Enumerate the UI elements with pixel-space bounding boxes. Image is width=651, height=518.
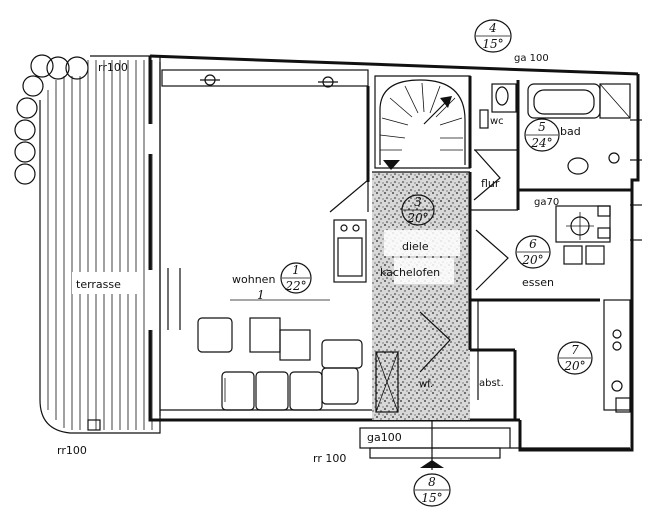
room-6-temp: 20° [521, 253, 543, 267]
room-6-number: 6 [529, 237, 537, 251]
essen-room [468, 205, 611, 302]
room-4-temp: 15° [482, 37, 503, 51]
terrasse-deck [39, 55, 161, 434]
label-rr100-bottom: rr 100 [313, 452, 346, 465]
shrub-icons [14, 54, 89, 185]
stair-area [374, 75, 471, 170]
room-badge-3: 3 20° [401, 194, 435, 226]
room-1-number: 1 [292, 263, 300, 277]
room-7-temp: 20° [563, 359, 585, 373]
label-flur: flur [481, 177, 500, 190]
label-ga70: ga70 [534, 197, 559, 208]
label-terrasse: terrasse [76, 278, 121, 291]
room-5-number: 5 [538, 120, 546, 134]
room-1-temp: 22° [284, 279, 306, 293]
room-5-temp: 24° [530, 136, 552, 150]
room-badge-4: 4 15° [474, 19, 512, 53]
label-rr100-top: rr100 [98, 61, 128, 74]
label-essen: essen [522, 276, 554, 289]
room-badge-7: 7 20° [557, 341, 593, 375]
label-wohnen-sub: 1 [257, 288, 265, 302]
label-rr100-bottom-left: rr100 [57, 444, 87, 457]
label-wc: wc [490, 116, 504, 127]
label-kachelofen: kachelofen [380, 266, 440, 279]
wc-bad-rooms [468, 76, 631, 175]
label-wf: wf. [419, 379, 433, 390]
wohnen-room [146, 69, 370, 411]
room-4-number: 4 [488, 21, 497, 35]
room-3-temp: 20° [406, 211, 428, 225]
label-bad: bad [560, 125, 581, 138]
room-8-number: 8 [428, 475, 436, 489]
label-wohnen: wohnen [232, 273, 275, 286]
label-abst: abst. [479, 378, 504, 389]
room-badge-6: 6 20° [515, 235, 551, 269]
label-ga100-top: ga 100 [514, 53, 549, 64]
label-ga100-bottom: ga100 [367, 431, 402, 444]
room-3-number: 3 [414, 195, 422, 209]
room-8-temp: 15° [421, 491, 442, 505]
flur-area [470, 149, 632, 211]
room-badge-5: 5 24° [524, 118, 560, 152]
room-7-number: 7 [571, 343, 579, 357]
wall-marks [630, 119, 642, 241]
room-badge-1: 1 22° [280, 262, 312, 294]
label-diele: diele [402, 240, 429, 253]
entrance [359, 420, 630, 470]
room-7 [470, 299, 631, 450]
room-badge-8: 8 15° [413, 473, 451, 507]
